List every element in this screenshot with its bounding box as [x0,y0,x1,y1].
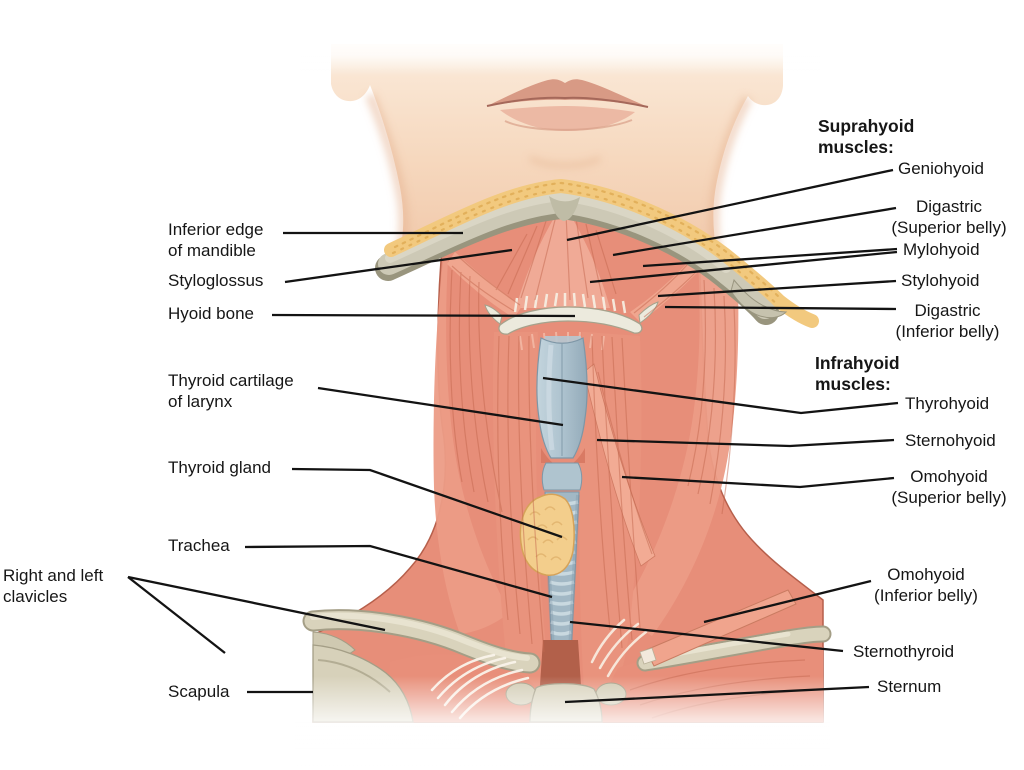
bottom-fade [295,676,830,770]
left-clavicle-bone [302,609,541,674]
leader-lines [127,168,899,704]
label-trachea: Trachea [168,536,230,555]
label-omohyoid-superior: Omohyoid (Superior belly) [891,467,1007,507]
leader-sternum [564,685,870,704]
leader-thyroid-gland [291,467,563,539]
label-thyroid-cartilage: Thyroid cartilage of larynx [168,371,294,411]
label-geniohyoid: Geniohyoid [898,159,985,178]
lips [486,79,649,131]
left-digastric-band [447,252,522,318]
leader-digastric-superior [612,206,897,257]
thyroid-gland-shape [519,493,575,576]
label-mylohyoid: Mylohyoid [903,240,980,259]
leader-mylohyoid-b [589,250,898,284]
lower-lip [500,106,635,131]
leader-geniohyoid [566,168,894,242]
lower-face [331,44,783,254]
airway-column [484,292,659,700]
mandible-bone [378,190,776,319]
leader-mylohyoid-a [642,247,898,268]
leader-thyroid-cartilage [317,386,564,427]
face-skin [331,44,783,253]
label-digastric-inferior: Digastric (Inferior belly) [895,301,1000,341]
hyoid-left-horn [484,304,503,325]
leader-omohyoid-superior [621,475,895,489]
leader-sternothyroid [569,620,844,653]
leader-hyoid-bone [271,313,576,318]
leader-digastric-inferior [664,305,897,311]
fat-speckles-b [391,188,780,307]
leader-thyrohyoid [542,376,899,415]
label-hyoid-bone: Hyoid bone [168,304,255,323]
leader-omohyoid-inferior [703,579,872,624]
leader-stylohyoid [657,279,897,298]
label-sternothyroid: Sternothyroid [853,642,955,661]
mouth-seam [486,96,649,108]
label-right-and-left-clavicles: Right and left clavicles [3,566,104,606]
cartilage-red-inlets [541,448,585,463]
leader-clavicle-right [127,576,226,654]
right-tendon-fan [590,618,648,678]
cricoid-cartilage [541,462,583,491]
right-sternocleidomastoid [618,260,739,636]
label-suprahyoid-header: Suprahyoid muscles: [818,116,915,158]
fat-band [384,178,819,328]
leader-styloglossus [284,248,513,284]
top-fade [300,30,820,76]
label-sternohyoid: Sternohyoid [905,431,996,450]
fat-speckles-a [393,181,783,301]
leader-trachea [244,544,553,599]
label-scapula: Scapula [168,682,230,701]
label-digastric-superior: Digastric (Superior belly) [891,197,1007,237]
label-sternum: Sternum [877,677,942,696]
leader-sternohyoid [596,438,895,448]
hyoid-right-horn [638,301,659,324]
right-digastric-band [630,258,702,322]
cartilage-highlight [546,344,555,451]
hyoid-bone-shape [498,306,643,335]
mental-protuberance [549,196,580,221]
label-thyroid-gland: Thyroid gland [168,458,272,477]
label-inferior-edge-of-mandible: Inferior edge of mandible [168,220,264,260]
label-stylohyoid: Stylohyoid [901,271,980,290]
left-sternocleidomastoid [433,260,510,634]
label-omohyoid-inferior: Omohyoid (Inferior belly) [874,565,978,605]
hyoid-fringe-above [513,292,627,314]
lower-lip-shadow [504,119,633,131]
leader-clavicle-left [127,575,386,632]
omohyoid-tendon [639,647,657,665]
label-styloglossus: Styloglossus [168,271,264,290]
label-thyrohyoid: Thyrohyoid [905,394,990,413]
label-infrahyoid-header: Infrahyoid muscles: [815,353,900,395]
